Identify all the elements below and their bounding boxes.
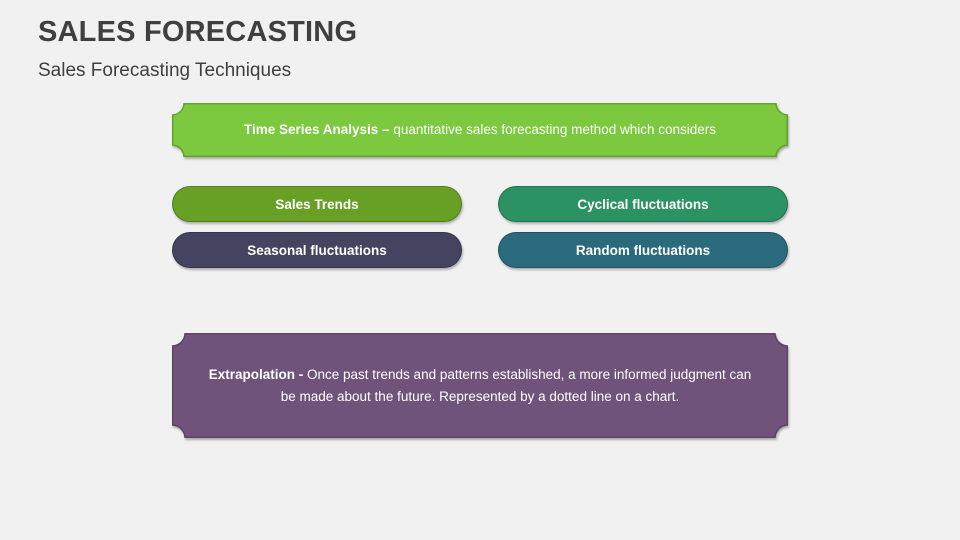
plaque-shape-bottom [172,333,788,438]
pill-seasonal-fluctuations-label: Seasonal fluctuations [247,242,387,258]
extrapolation-rest: Once past trends and patterns establishe… [280,366,752,404]
pill-cyclical-fluctuations-label: Cyclical fluctuations [577,196,709,212]
page-subtitle: Sales Forecasting Techniques [38,60,292,81]
time-series-banner: Time Series Analysis – quantitative sale… [172,103,788,157]
pill-seasonal-fluctuations: Seasonal fluctuations [172,232,462,268]
page-title: SALES FORECASTING [38,16,358,48]
time-series-banner-text: Time Series Analysis – quantitative sale… [172,103,788,157]
pill-random-fluctuations-label: Random fluctuations [575,242,711,258]
extrapolation-lead: Extrapolation - [208,366,304,382]
plaque-path-top [172,103,788,157]
extrapolation-banner: Extrapolation - Once past trends and pat… [172,333,788,438]
extrapolation-banner-text: Extrapolation - Once past trends and pat… [172,333,788,438]
time-series-rest: quantitative sales forecasting method wh… [393,122,717,138]
plaque-shape-top [172,103,788,157]
pill-random-fluctuations: Random fluctuations [498,232,788,268]
plaque-path-bottom [172,333,788,438]
time-series-lead: Time Series Analysis – [243,122,390,138]
pill-sales-trends: Sales Trends [172,186,462,222]
pill-cyclical-fluctuations: Cyclical fluctuations [498,186,788,222]
pill-sales-trends-label: Sales Trends [275,196,359,212]
